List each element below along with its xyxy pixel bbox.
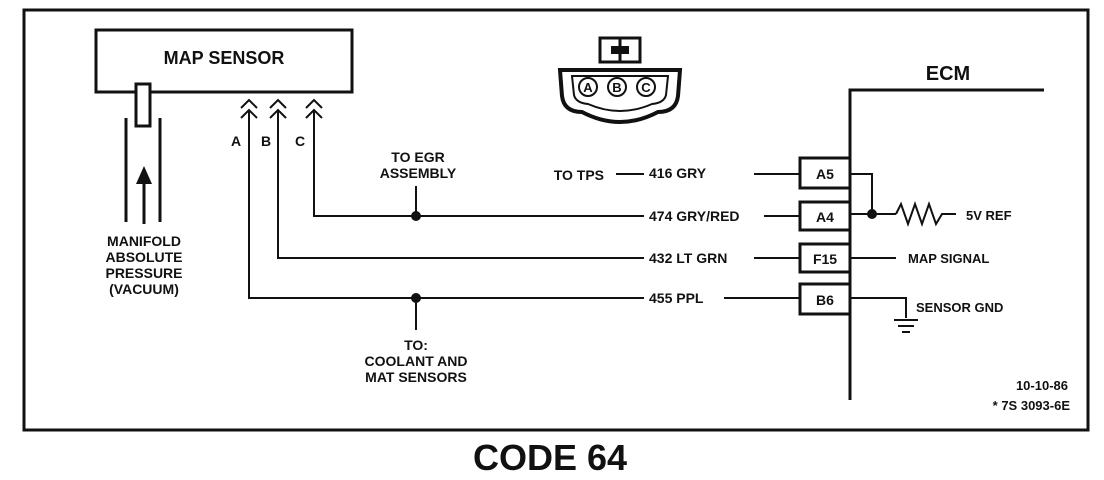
sensor-pin-a: A — [231, 133, 241, 149]
ecm-pin-a5: A5 — [816, 166, 834, 182]
vacuum-arrow-icon — [136, 166, 152, 224]
circuit-455-label: 455 PPL — [649, 290, 704, 306]
map-sensor-title: MAP SENSOR — [164, 48, 285, 68]
map-signal-label: MAP SIGNAL — [908, 251, 989, 266]
sensor-pin-c: C — [295, 133, 305, 149]
ecm-pin-a4: A4 — [816, 209, 834, 225]
tps-label: TO TPS — [554, 167, 604, 183]
five-v-ref-label: 5V REF — [966, 208, 1012, 223]
coolant-label-1: TO: — [404, 337, 428, 353]
circuit-474-label: 474 GRY/RED — [649, 208, 740, 224]
wire-455 — [248, 110, 800, 299]
footer-date: 10-10-86 — [1016, 378, 1068, 393]
map-sensor-box — [94, 28, 354, 94]
ref-junction-dot — [867, 209, 877, 219]
coolant-label-3: MAT SENSORS — [365, 369, 467, 385]
ecm-pin-box-b6 — [798, 282, 852, 316]
ecm-pin-box-f15 — [798, 242, 852, 274]
circuit-416-label: 416 GRY — [649, 165, 707, 181]
circuit-416-bg — [644, 160, 754, 184]
ground-icon — [894, 319, 918, 333]
manifold-label-3: PRESSURE — [105, 265, 182, 281]
wire-474 — [313, 110, 800, 217]
connector-icon — [557, 36, 683, 124]
ref-jumper — [850, 173, 873, 214]
resistor-icon — [895, 200, 956, 228]
coolant-label-2: COOLANT AND — [365, 353, 468, 369]
connector-pin-a: A — [583, 80, 593, 95]
circuit-455-bg — [644, 284, 724, 308]
footer-ref: * 7S 3093-6E — [993, 398, 1071, 413]
ecm-title: ECM — [926, 63, 970, 85]
egr-label-2: ASSEMBLY — [380, 165, 457, 181]
circuit-432-bg — [644, 244, 754, 268]
ground-line — [850, 297, 907, 318]
ecm-pin-f15: F15 — [813, 251, 837, 267]
vacuum-port — [124, 82, 162, 222]
sensor-gnd-label: SENSOR GND — [916, 300, 1003, 315]
diagram-frame — [22, 8, 1090, 432]
ecm-pin-box-a4 — [798, 200, 852, 232]
egr-label-1: TO EGR — [391, 149, 444, 165]
wire-432 — [277, 110, 800, 259]
sensor-pin-b: B — [261, 133, 271, 149]
diagram-caption: CODE 64 — [473, 437, 627, 478]
ecm-pin-b6: B6 — [816, 292, 834, 308]
circuit-432-label: 432 LT GRN — [649, 250, 727, 266]
ecm-boundary — [848, 88, 1044, 400]
manifold-label-2: ABSOLUTE — [106, 249, 183, 265]
manifold-label-1: MANIFOLD — [107, 233, 181, 249]
connector-pin-b: B — [612, 80, 621, 95]
connector-pin-c: C — [641, 80, 651, 95]
manifold-label-4: (VACUUM) — [109, 281, 179, 297]
circuit-474-bg — [644, 202, 764, 226]
